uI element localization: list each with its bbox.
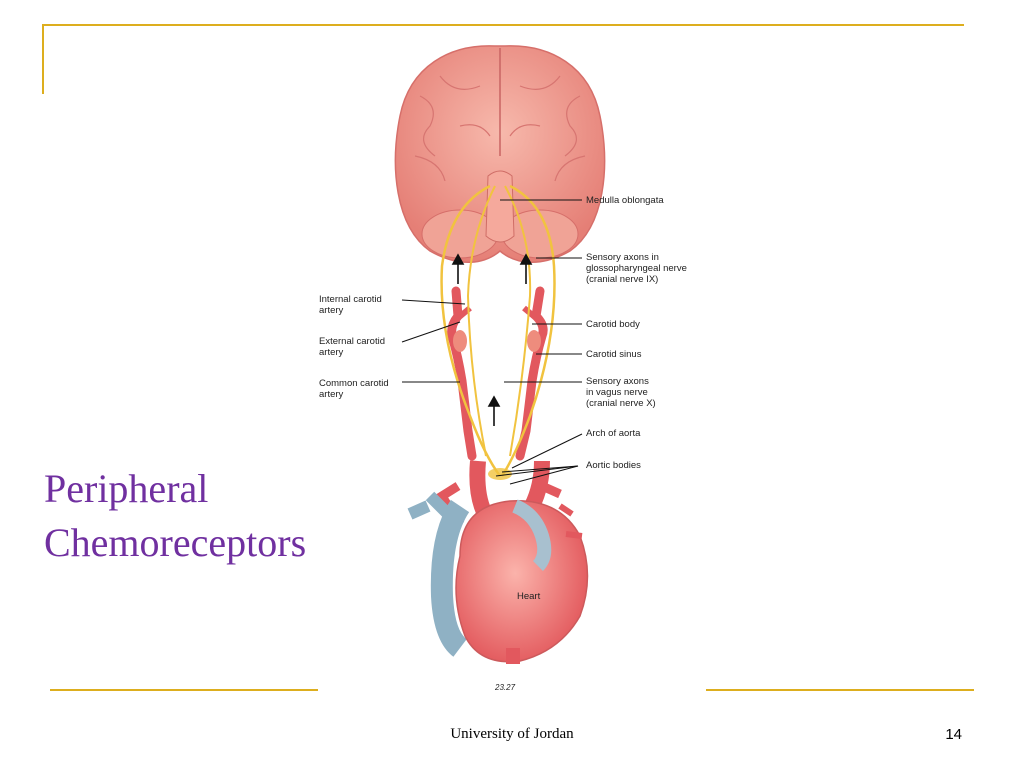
label-vagus-line3: (cranial nerve X) [586, 398, 656, 409]
direction-arrows [451, 253, 533, 426]
slide-title-line1: Peripheral [44, 466, 209, 511]
brain-shape [394, 45, 606, 264]
label-carotid-body: Carotid body [586, 319, 640, 330]
slide-title: Peripheral Chemoreceptors [44, 462, 306, 570]
top-border-line [42, 24, 964, 26]
left-border-line [42, 24, 44, 94]
chemoreceptor-diagram: Medulla oblongata Sensory axons in gloss… [310, 36, 710, 696]
heart-shape [407, 460, 589, 664]
label-glossopharyngeal-line2: glossopharyngeal nerve [586, 263, 687, 274]
page-number: 14 [945, 726, 962, 743]
label-heart: Heart [517, 591, 541, 602]
label-aortic-bodies: Aortic bodies [586, 460, 641, 471]
slide-title-line2: Chemoreceptors [44, 520, 307, 565]
label-carotid-sinus: Carotid sinus [586, 349, 642, 360]
leader-lines [401, 199, 583, 485]
label-vagus-line2: in vagus nerve [586, 387, 648, 398]
label-common-carotid-line1: Common carotid [319, 378, 389, 389]
footer-line-left [50, 689, 318, 691]
label-medulla-oblongata: Medulla oblongata [586, 195, 664, 206]
footer-line-right [706, 689, 974, 691]
label-external-carotid-line2: artery [319, 347, 344, 358]
anatomy-illustration: Medulla oblongata Sensory axons in gloss… [319, 45, 687, 692]
footer-university: University of Jordan [450, 726, 574, 742]
label-glossopharyngeal-line1: Sensory axons in [586, 252, 659, 263]
label-glossopharyngeal-line3: (cranial nerve IX) [586, 274, 658, 285]
figure-caption: 23.27 [494, 683, 516, 692]
label-vagus-line1: Sensory axons [586, 376, 649, 387]
label-internal-carotid-line2: artery [319, 305, 344, 316]
carotid-arteries [447, 286, 548, 461]
label-arch-of-aorta: Arch of aorta [586, 428, 641, 439]
label-common-carotid-line2: artery [319, 389, 344, 400]
label-external-carotid-line1: External carotid [319, 336, 385, 347]
label-internal-carotid-line1: Internal carotid [319, 294, 382, 305]
